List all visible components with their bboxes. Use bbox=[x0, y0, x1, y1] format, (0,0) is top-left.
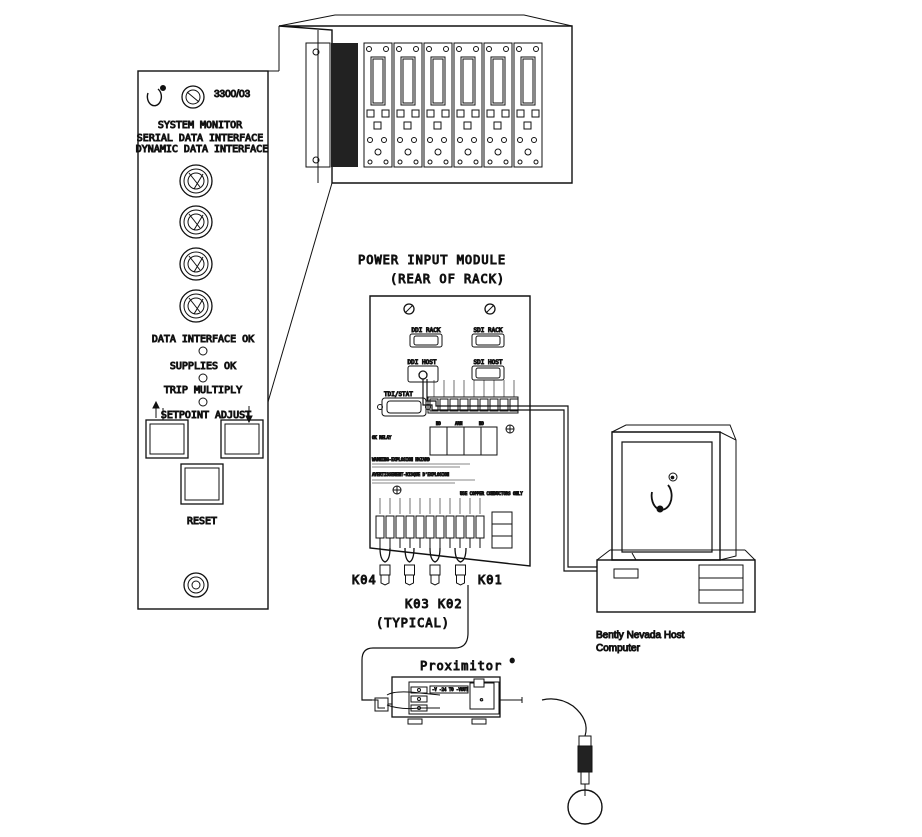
relay-k04-label: K04 bbox=[352, 573, 377, 587]
svg-text:C: C bbox=[480, 697, 483, 702]
setpoint-up-arrow-icon bbox=[152, 400, 160, 418]
trip-multiply-label: TRIP MULTIPLY bbox=[164, 385, 242, 396]
probe-extension-cable bbox=[541, 698, 587, 737]
reset-label: RESET bbox=[187, 516, 217, 527]
host-computer-label-line-1: Bently Nevada Host bbox=[596, 630, 685, 641]
monitor-title-line-3: DYNAMIC DATA INTERFACE bbox=[136, 144, 268, 155]
power-input-module: DDI RACK SDI RACK DDI HOST SDI HOST TDI/… bbox=[369, 295, 531, 586]
svg-text:-V -24 TO -VOUT: -V -24 TO -VOUT bbox=[432, 687, 469, 692]
warning-french-label: AVERTISSEMENT-RISQUE D'EXPLOSION bbox=[372, 472, 450, 477]
sdi-rack-label: SDI RACK bbox=[474, 327, 503, 334]
rack-module-6 bbox=[513, 42, 543, 168]
data-interface-ok-led bbox=[198, 346, 208, 356]
ddi-host-cable bbox=[422, 379, 597, 572]
setpoint-down-arrow-icon bbox=[245, 406, 253, 424]
warning-explosion-label: WARNING-EXPLOSION HAZARD bbox=[372, 457, 430, 462]
coax-connector-icon[interactable] bbox=[179, 289, 213, 323]
mount-screw-right-icon bbox=[484, 303, 496, 315]
relay-k01-label: K01 bbox=[478, 573, 503, 587]
host-computer-label-line-2: Computer bbox=[596, 643, 641, 654]
host-logo-registered: ® bbox=[671, 475, 674, 480]
relay-contact-arm: ARM bbox=[455, 421, 463, 426]
ddi-rack-label: DDI RACK bbox=[412, 327, 441, 334]
typical-label: (TYPICAL) bbox=[376, 616, 450, 630]
trip-multiply-led bbox=[198, 397, 208, 407]
coax-connector-icon[interactable] bbox=[179, 247, 213, 281]
supplies-ok-label: SUPPLIES OK bbox=[170, 361, 236, 372]
rack-module-4 bbox=[453, 42, 483, 168]
drive-bay bbox=[698, 564, 744, 604]
copper-conductors-note: USE COPPER CONDUCTORS ONLY bbox=[460, 491, 523, 496]
bently-logo-icon bbox=[146, 85, 166, 107]
rack-module-5 bbox=[483, 42, 513, 168]
rack-module-2 bbox=[393, 42, 423, 168]
relay-contact-no-1: NO bbox=[436, 421, 441, 426]
bottom-connector-icon bbox=[183, 572, 209, 598]
rack-vent-block bbox=[331, 43, 358, 167]
rack-module-3 bbox=[423, 42, 453, 168]
reset-button[interactable] bbox=[180, 463, 224, 505]
power-module-title: POWER INPUT MODULE bbox=[358, 253, 506, 267]
proximitor-unit: -V -24 TO -VOUT C bbox=[391, 676, 523, 725]
proximitor-label: Proximitor bbox=[420, 659, 502, 673]
terminal-strip bbox=[427, 380, 519, 414]
power-module-subtitle: (REAR OF RACK) bbox=[390, 272, 505, 286]
relay-terminal-block bbox=[375, 498, 485, 586]
relay-contact-no-2: NO bbox=[479, 421, 484, 426]
ddi-rack-port[interactable] bbox=[409, 333, 443, 348]
coax-connector-icon[interactable] bbox=[179, 205, 213, 239]
setpoint-adjust-label: SETPOINT ADJUST bbox=[161, 410, 251, 421]
computer-base-unit bbox=[596, 549, 756, 613]
sdi-host-label: SDI HOST bbox=[474, 359, 503, 366]
recessed-screw-icon bbox=[181, 85, 205, 109]
proximitor-registered: ® bbox=[510, 658, 515, 665]
relay-to-proximitor-cable bbox=[361, 585, 469, 701]
instrument-rack bbox=[278, 14, 573, 184]
supplies-ok-led bbox=[198, 373, 208, 383]
monitor-title-line-1: SYSTEM MONITOR bbox=[158, 120, 243, 131]
monitor-model: 3300/03 bbox=[214, 89, 251, 100]
sdi-host-port[interactable] bbox=[471, 365, 505, 381]
setpoint-increase-button[interactable] bbox=[145, 419, 189, 459]
data-interface-ok-label: DATA INTERFACE OK bbox=[152, 334, 254, 345]
floppy-drive-slot[interactable] bbox=[613, 568, 639, 579]
sdi-rack-port[interactable] bbox=[471, 333, 505, 348]
rack-module-1 bbox=[363, 42, 393, 168]
coax-connector-icon[interactable] bbox=[179, 164, 213, 198]
warning-symbol-icon bbox=[392, 485, 402, 495]
setpoint-decrease-button[interactable] bbox=[220, 419, 264, 459]
host-computer: ® bbox=[596, 424, 756, 613]
host-logo-icon: ® bbox=[650, 472, 678, 513]
ok-relay-label: OK RELAY bbox=[372, 435, 392, 440]
probe-connector bbox=[577, 735, 593, 794]
ddi-host-label: DDI HOST bbox=[408, 359, 437, 366]
ground-screw-icon bbox=[505, 424, 515, 434]
shaft-target-icon bbox=[567, 789, 603, 825]
relay-k03-k02-label: K03 K02 bbox=[405, 597, 463, 611]
tdi-stat-label: TDI/STAT bbox=[384, 391, 413, 398]
monitor-title-line-2: SERIAL DATA INTERFACE bbox=[137, 133, 263, 144]
mount-screw-left-icon bbox=[403, 303, 415, 315]
system-monitor-panel: 3300/03 SYSTEM MONITOR SERIAL DATA INTER… bbox=[135, 70, 269, 610]
ok-relay-block bbox=[429, 426, 498, 456]
computer-monitor bbox=[611, 424, 737, 561]
